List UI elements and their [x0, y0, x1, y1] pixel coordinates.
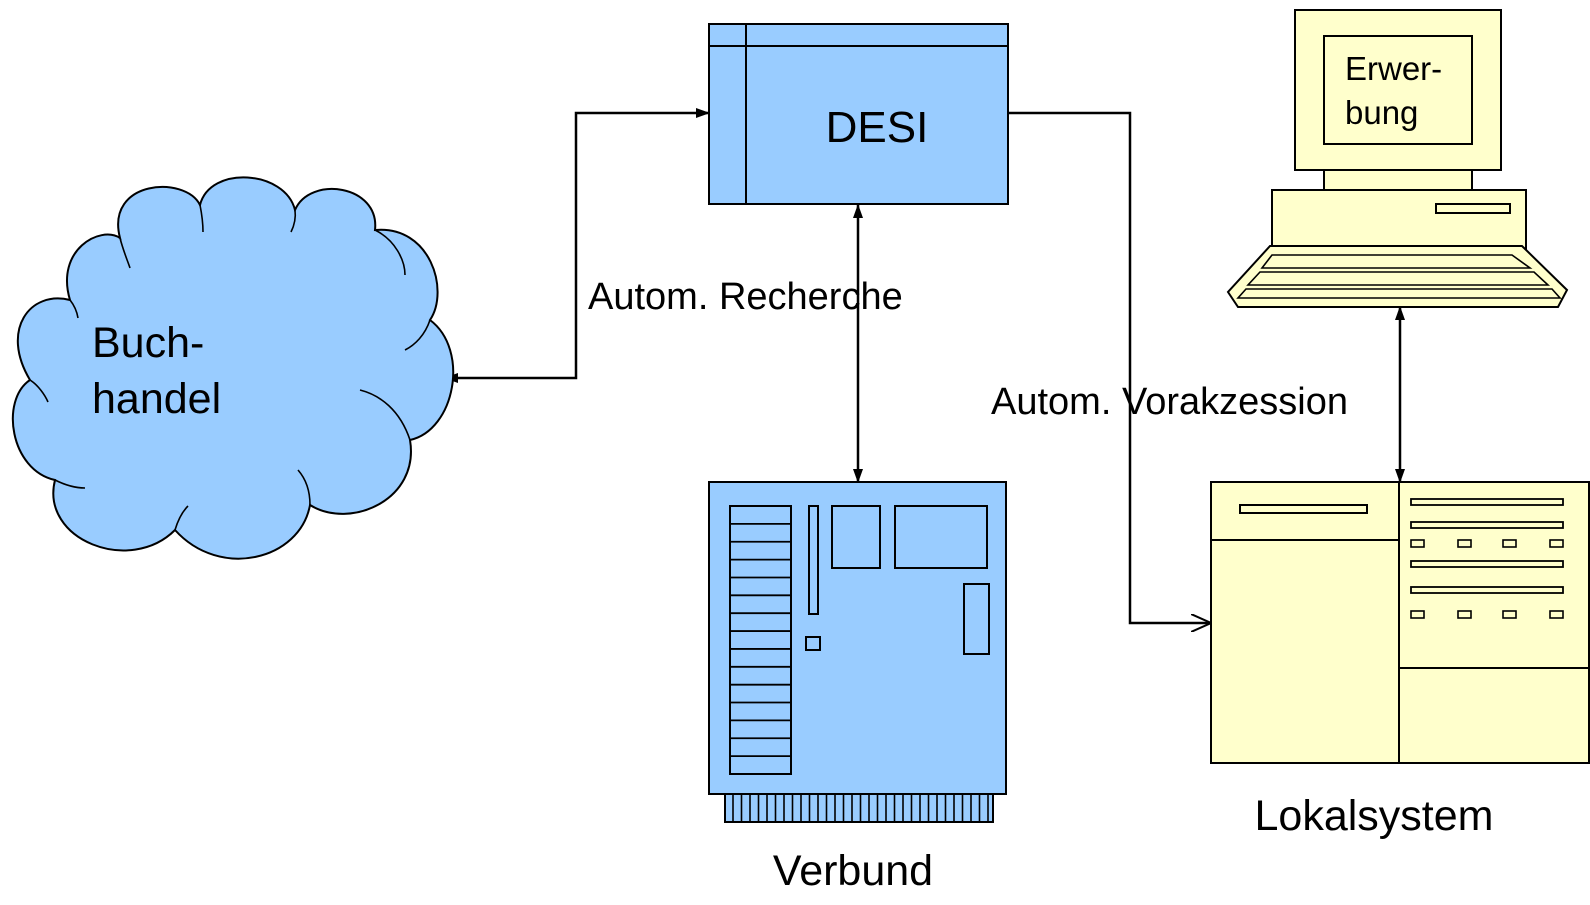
erwerbung-computer: Erwer- bung: [1226, 9, 1569, 308]
verbund-node: Verbund: [708, 481, 1007, 895]
buchhandel-label-line1: Buch-: [92, 319, 204, 367]
indicator-light: [1457, 539, 1472, 548]
connector-desi-buchhandel: [444, 108, 710, 383]
buchhandel-cloud: Buch- handel: [11, 176, 455, 560]
vorakzession-label: Autom. Vorakzession: [991, 381, 1348, 423]
erwerbung-label-line2: bung: [1345, 94, 1418, 131]
connector-desi-lokalsystem: [1008, 111, 1211, 623]
indicator-light: [1549, 610, 1564, 619]
verbund-label: Verbund: [773, 847, 933, 895]
indicator-light: [1410, 610, 1425, 619]
lokalsystem-label: Lokalsystem: [1255, 792, 1494, 840]
indicator-light: [1502, 539, 1517, 548]
recherche-label: Autom. Recherche: [588, 276, 903, 318]
indicator-light: [1502, 610, 1517, 619]
erwerbung-label-line1: Erwer-: [1345, 50, 1442, 87]
desi-node: DESI: [708, 23, 1009, 205]
indicator-light: [1410, 539, 1425, 548]
desi-label: DESI: [826, 103, 929, 152]
indicator-light: [1549, 539, 1564, 548]
buchhandel-label-line2: handel: [92, 375, 221, 423]
indicator-light: [1457, 610, 1472, 619]
lokalsystem-node: Lokalsystem: [1210, 481, 1590, 840]
